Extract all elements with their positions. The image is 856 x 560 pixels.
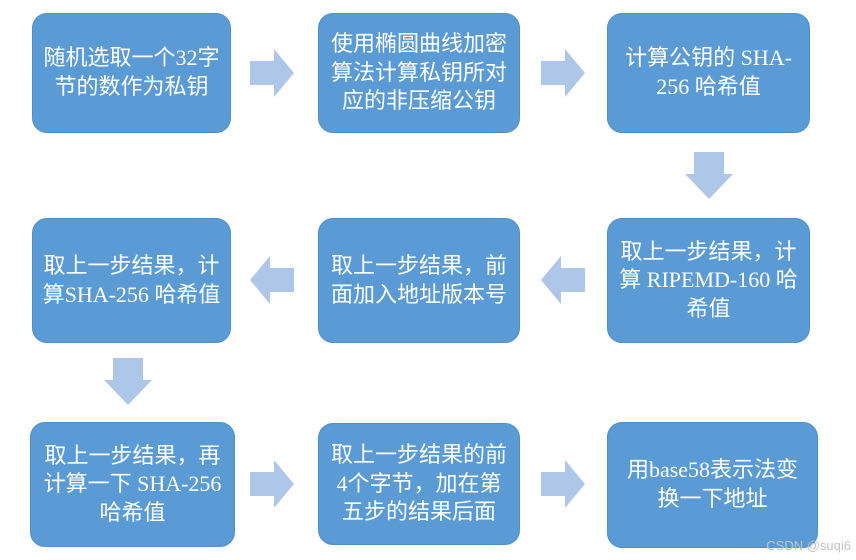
step-5-label: 取上一步结果，前 面加入地址版本号 <box>330 252 507 307</box>
arrow-right-icon <box>250 49 294 102</box>
step-3-label: 计算公钥的 SHA- 256 哈希值 <box>625 45 792 99</box>
step-2-box: 使用椭圆曲线加密 算法计算私钥所对 应的非压缩公钥 <box>318 13 520 133</box>
step-2-label: 使用椭圆曲线加密 算法计算私钥所对 应的非压缩公钥 <box>330 31 507 114</box>
arrow-right-icon <box>541 460 585 513</box>
arrow-right-icon <box>250 460 294 513</box>
step-1-label: 随机选取一个32字 节的数作为私钥 <box>43 45 220 99</box>
step-9-label: 用base58表示法变 换一下地址 <box>626 457 799 511</box>
step-3-box: 计算公钥的 SHA- 256 哈希值 <box>607 13 810 133</box>
arrow-left-icon <box>250 256 294 309</box>
step-6-label: 取上一步结果，计 算SHA-256 哈希值 <box>42 252 221 307</box>
step-9-box: 用base58表示法变 换一下地址 <box>607 422 818 548</box>
arrow-down-icon <box>104 358 152 410</box>
arrow-down-icon <box>685 152 733 204</box>
step-8-box: 取上一步结果的前 4个字节，加在第 五步的结果后面 <box>318 423 520 545</box>
csdn-watermark: CSDN @suqi6 <box>766 538 851 553</box>
step-1-box: 随机选取一个32字 节的数作为私钥 <box>32 13 231 133</box>
arrow-right-icon <box>541 49 585 102</box>
step-6-box: 取上一步结果，计 算SHA-256 哈希值 <box>32 218 231 343</box>
step-7-box: 取上一步结果，再 计算一下 SHA-256 哈希值 <box>30 422 235 547</box>
step-7-label: 取上一步结果，再 计算一下 SHA-256 哈希值 <box>43 442 222 525</box>
step-4-box: 取上一步结果，计 算 RIPEMD-160 哈 希值 <box>607 218 810 343</box>
step-4-label: 取上一步结果，计 算 RIPEMD-160 哈 希值 <box>619 238 798 321</box>
step-5-box: 取上一步结果，前 面加入地址版本号 <box>318 218 520 343</box>
step-8-label: 取上一步结果的前 4个字节，加在第 五步的结果后面 <box>330 442 507 525</box>
arrow-left-icon <box>541 256 585 309</box>
